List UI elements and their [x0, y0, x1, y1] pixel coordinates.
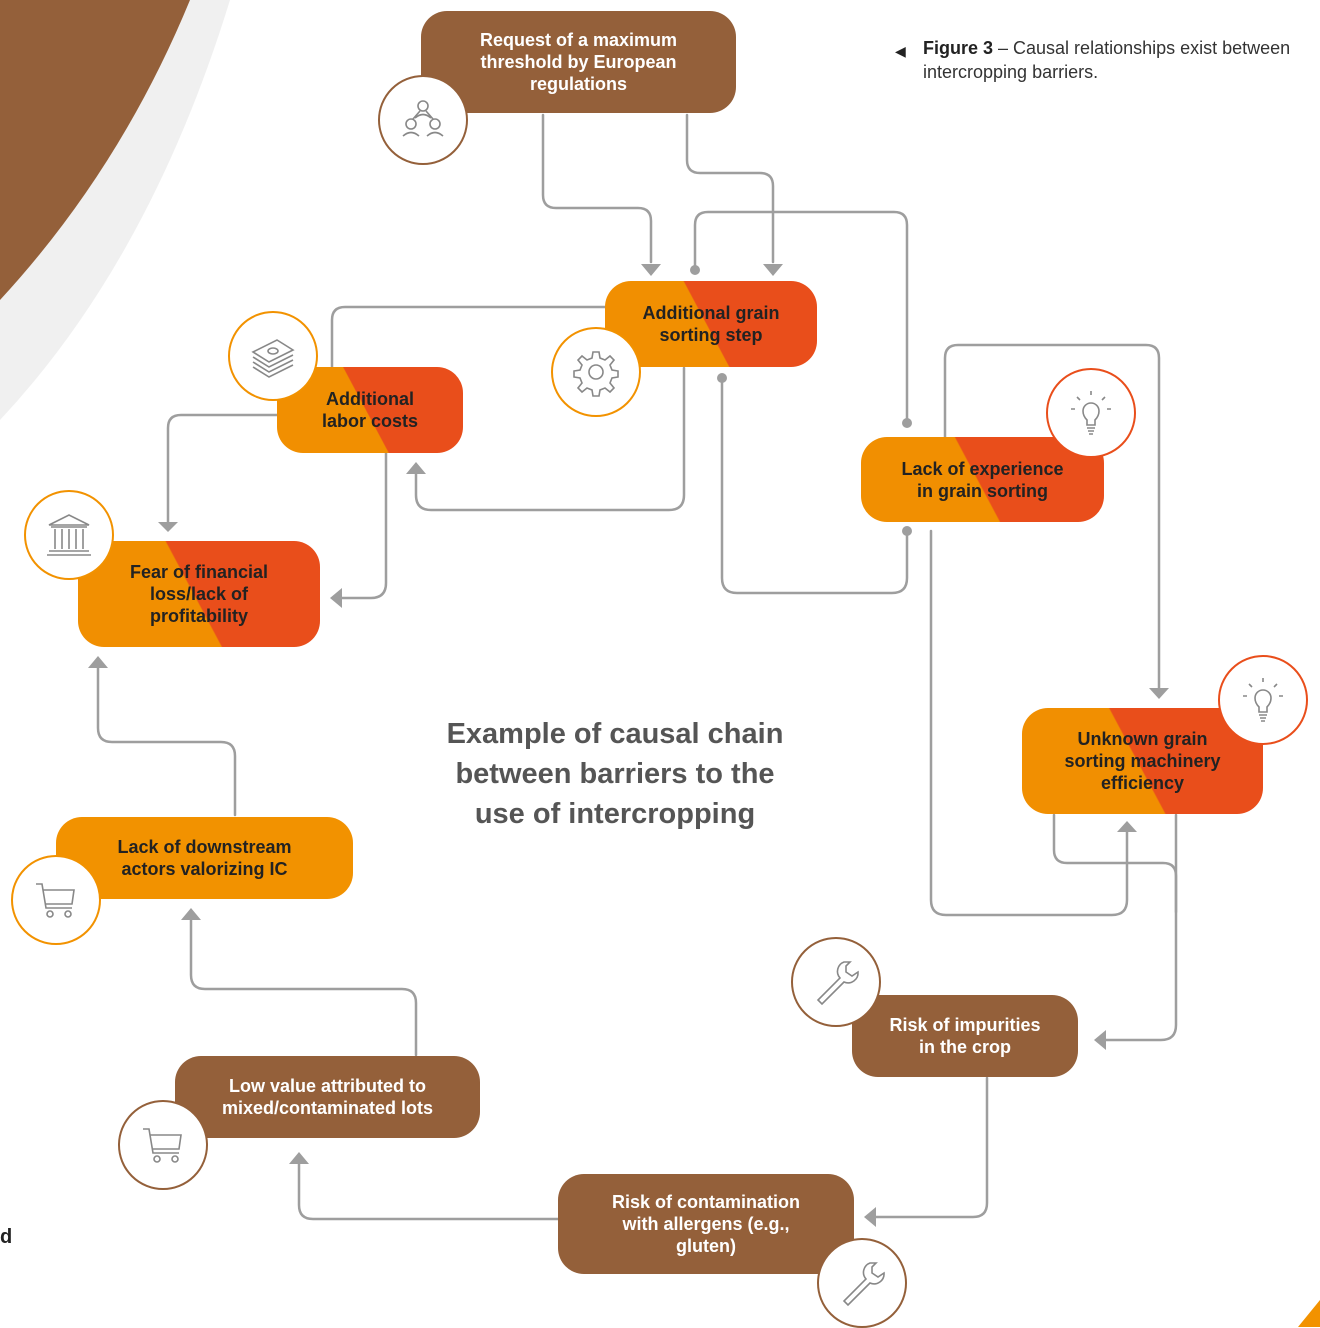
arrowhead: [641, 264, 661, 276]
node-sorting-step: Additional grain sorting step: [605, 281, 817, 367]
connector-dot: [902, 526, 912, 536]
node-line: Unknown grain: [1077, 729, 1208, 749]
arrowhead: [864, 1207, 876, 1227]
edge-downstream-to-financial: [96, 666, 237, 817]
caption-arrow-icon: ◀: [895, 43, 906, 59]
node-line: regulations: [529, 74, 627, 94]
node-line: Low value attributed to: [228, 1076, 426, 1096]
arrowhead: [289, 1152, 309, 1164]
node-financial-loss: Fear of financial loss/lack of profitabi…: [78, 541, 320, 647]
node-line: Risk of contamination: [611, 1192, 800, 1212]
connector-dot: [902, 418, 912, 428]
edge-experience-machinery-bottom: [929, 529, 1129, 917]
corner-brown-shape: [0, 0, 190, 300]
lightbulb-icon: [1218, 655, 1308, 745]
node-line: efficiency: [1100, 773, 1185, 793]
edge-request-to-sorting-a: [541, 113, 653, 264]
edge-request-to-sorting-b: [685, 113, 775, 264]
corner-triangle-decoration: [1298, 1300, 1320, 1327]
node-line: Fear of financial: [129, 562, 269, 582]
node-line: with allergens (e.g.,: [622, 1214, 790, 1234]
node-lack-experience: Lack of experience in grain sorting: [861, 437, 1104, 522]
lightbulb-icon: [1046, 368, 1136, 458]
arrowhead: [406, 462, 426, 474]
node-line: Lack of experience: [901, 458, 1064, 479]
arrowhead: [181, 908, 201, 920]
node-line: threshold by European: [480, 52, 677, 72]
node-machinery-efficiency: Unknown grain sorting machinery efficien…: [1022, 708, 1263, 814]
node-line: sorting machinery: [1064, 751, 1221, 771]
figure-label: Figure 3: [923, 38, 994, 58]
node-line: gluten): [675, 1236, 736, 1256]
node-line: Additional: [326, 389, 414, 409]
node-line: Additional grain: [642, 303, 780, 323]
network-people-icon: [378, 75, 468, 165]
node-request-threshold: Request of a maximum threshold by Europe…: [421, 11, 736, 113]
edge-experience-to-sorting: [693, 210, 909, 425]
edge-labor-to-financial-b: [166, 413, 280, 524]
edge-low-value-to-downstream: [189, 918, 418, 1057]
title-line: between barriers to the: [455, 758, 775, 790]
arrowhead: [1094, 1030, 1106, 1050]
node-line: profitability: [149, 606, 248, 626]
money-stack-icon: [228, 311, 318, 401]
arrowhead: [1117, 821, 1137, 832]
node-line: mixed/contaminated lots: [221, 1098, 434, 1118]
edge-sorting-to-labor: [414, 366, 686, 512]
edge-machinery-to-impurities: [1104, 813, 1178, 1042]
edge-impurities-to-allergens: [872, 1076, 989, 1219]
edge-experience-sorting-loop: [720, 376, 909, 595]
edge-allergens-to-low-value: [297, 1162, 560, 1221]
edge-experience-to-machinery: [943, 343, 1161, 692]
connector-dot: [690, 265, 700, 275]
arrowhead: [330, 588, 342, 608]
arrowhead: [158, 522, 178, 532]
connector-dot: [717, 373, 727, 383]
arrowhead: [763, 264, 783, 276]
node-line: sorting step: [659, 325, 763, 345]
node-allergens: Risk of contamination with allergens (e.…: [558, 1174, 854, 1274]
diagram-center-title: Example of causal chain between barriers…: [410, 714, 820, 834]
node-line: actors valorizing IC: [121, 859, 288, 879]
bank-icon: [24, 490, 114, 580]
node-line: loss/lack of: [149, 584, 249, 604]
wrench-icon: [791, 937, 881, 1027]
edge-machinery-self-loop: [1052, 813, 1178, 914]
shopping-cart-icon: [118, 1100, 208, 1190]
title-line: use of intercropping: [474, 798, 756, 830]
edge-labor-to-financial: [338, 450, 388, 600]
node-line: labor costs: [321, 411, 419, 431]
node-line: in grain sorting: [916, 480, 1048, 501]
node-line: Request of a maximum: [479, 30, 678, 50]
title-line: Example of causal chain: [446, 718, 784, 750]
node-low-value: Low value attributed to mixed/contaminat…: [175, 1056, 480, 1138]
gear-icon: [551, 327, 641, 417]
arrowhead: [88, 656, 108, 668]
wrench-icon: [817, 1238, 907, 1328]
node-impurities: Risk of impurities in the crop: [852, 995, 1078, 1077]
figure-caption: ◀ Figure 3 – Causal relationships exist …: [895, 36, 1295, 84]
node-line: in the crop: [918, 1037, 1011, 1057]
edge-sorting-to-financial: [330, 305, 608, 370]
node-line: Risk of impurities: [889, 1015, 1041, 1035]
cropped-side-text: d: [0, 1226, 13, 1248]
arrowhead: [1149, 688, 1169, 699]
node-downstream-actors: Lack of downstream actors valorizing IC: [56, 817, 353, 899]
figure-caption-text: – Causal relationships exist between int…: [923, 38, 1291, 82]
shopping-cart-icon: [11, 855, 101, 945]
node-line: Lack of downstream: [117, 837, 292, 857]
